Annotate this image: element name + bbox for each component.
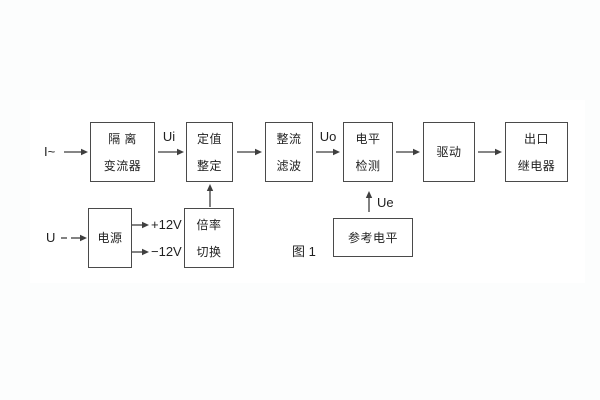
arrow-isolation-to-setting xyxy=(158,148,184,156)
block-setpoint-setting: 定值 整定 xyxy=(186,122,233,182)
block-reference-level: 参考电平 xyxy=(333,218,413,257)
block-label-line2: 整定 xyxy=(196,158,222,173)
input-current-label: I~ xyxy=(44,144,56,159)
block-label-line1: 电源 xyxy=(97,231,123,245)
arrow-current-to-isolation xyxy=(64,148,88,156)
block-power-supply: 电源 xyxy=(88,208,132,268)
block-isolation-transducer: 隔 离 变流器 xyxy=(90,122,155,182)
block-label-line1: 电平 xyxy=(355,131,381,146)
block-label-line1: 隔 离 xyxy=(108,131,137,146)
figure-caption: 图 1 xyxy=(292,244,316,259)
block-label-line1: 参考电平 xyxy=(347,230,398,245)
arrow-power-plus12 xyxy=(132,221,149,229)
signal-ui-label: Ui xyxy=(162,129,176,144)
input-voltage-label: U xyxy=(46,230,56,245)
rail-minus12-label: −12V xyxy=(151,244,182,259)
arrow-detection-to-drive xyxy=(396,148,420,156)
arrow-reference-to-detection xyxy=(365,191,373,212)
arrow-ratio-to-setting xyxy=(206,184,214,207)
block-label-line1: 整流 xyxy=(276,131,302,146)
signal-ue-label: Ue xyxy=(377,195,394,210)
block-label-line2: 继电器 xyxy=(517,158,556,173)
block-label-line1: 定值 xyxy=(196,131,222,146)
block-label-line1: 出口 xyxy=(523,131,549,146)
block-rectify-filter: 整流 滤波 xyxy=(265,122,313,182)
rail-plus12-label: +12V xyxy=(151,217,182,232)
block-label-line2: 变流器 xyxy=(103,158,142,173)
arrow-setting-to-rectifier xyxy=(237,148,262,156)
arrow-power-minus12 xyxy=(132,248,149,256)
arrow-rectifier-to-detection xyxy=(316,148,340,156)
block-ratio-switch: 倍率 切换 xyxy=(184,208,234,268)
signal-uo-label: Uo xyxy=(319,129,337,144)
block-level-detection: 电平 检测 xyxy=(343,122,393,182)
block-drive: 驱动 xyxy=(423,122,475,182)
block-output-relay: 出口 继电器 xyxy=(505,122,568,182)
block-label-line2: 切换 xyxy=(196,244,222,259)
block-label-line2: 滤波 xyxy=(276,158,302,173)
arrow-voltage-to-power xyxy=(61,234,87,242)
block-label-line1: 倍率 xyxy=(196,217,222,232)
block-label-line1: 驱动 xyxy=(436,145,462,159)
block-label-line2: 检测 xyxy=(355,158,381,173)
arrow-drive-to-relay xyxy=(478,148,502,156)
